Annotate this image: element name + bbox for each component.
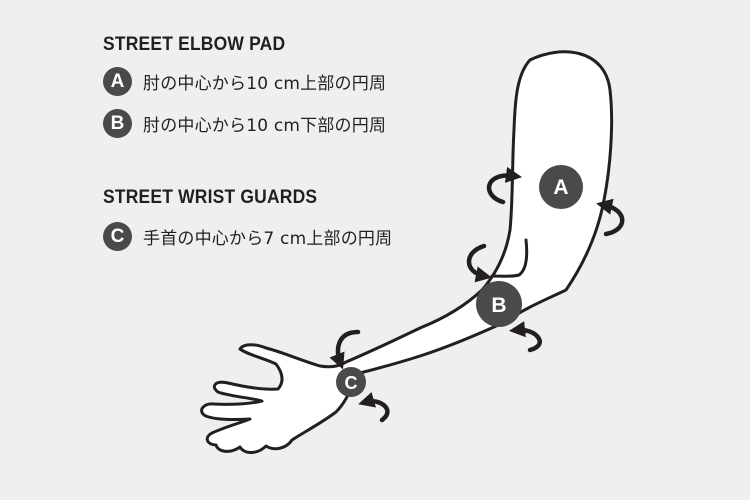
rotation-arrow-icon [466, 243, 492, 283]
marker-b: B [476, 281, 522, 327]
marker-c-label: C [345, 373, 358, 393]
measure-item-c: C 手首の中心から7 cm上部の円周 [103, 222, 392, 251]
measure-item-b: B 肘の中心から10 cm下部の円周 [103, 109, 386, 138]
marker-b-label: B [491, 294, 506, 317]
rotation-arrow-icon [508, 321, 542, 353]
badge-b: B [103, 109, 132, 138]
badge-a: A [103, 67, 132, 96]
measure-text-c: 手首の中心から7 cm上部の円周 [143, 229, 393, 249]
rotation-arrow-icon [358, 391, 390, 423]
marker-a-label: A [553, 176, 568, 199]
marker-a: A [539, 165, 583, 209]
rotation-arrows [329, 166, 625, 423]
rotation-arrow-icon [329, 329, 361, 370]
rotation-arrow-icon [486, 166, 523, 205]
marker-c: C [336, 367, 366, 397]
wrist-guards-title: STREET WRIST GUARDS [103, 187, 318, 208]
elbow-pad-title: STREET ELBOW PAD [103, 34, 286, 55]
elbow-crease [490, 238, 529, 278]
measure-text-a: 肘の中心から10 cm上部の円周 [143, 74, 387, 94]
badge-c: C [103, 222, 132, 251]
arm-outline [200, 50, 614, 454]
measure-text-b: 肘の中心から10 cm下部の円周 [143, 116, 387, 136]
measure-item-a: A 肘の中心から10 cm上部の円周 [103, 67, 386, 96]
rotation-arrow-icon [596, 198, 625, 237]
